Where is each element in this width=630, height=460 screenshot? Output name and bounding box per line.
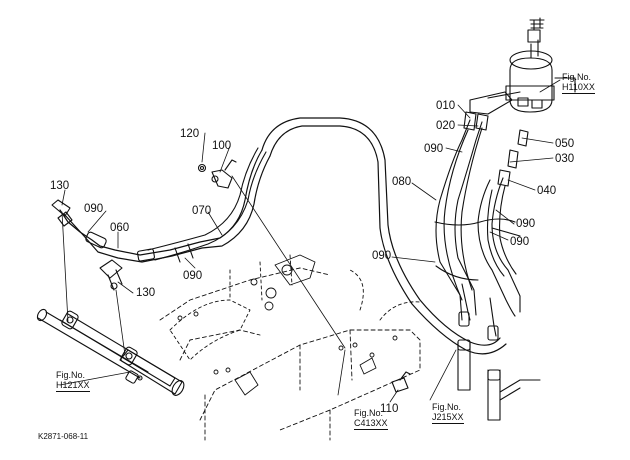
fig-ref-h110-code: H110XX (562, 82, 595, 94)
fig-ref-c413: Fig.No. C413XX (354, 408, 388, 430)
callout-070: 070 (192, 205, 212, 217)
steering-cylinder (36, 308, 185, 396)
leader-lines (59, 79, 561, 403)
fig-ref-h121-label: Fig.No. (56, 370, 86, 380)
fig-ref-h110: Fig.No. H110XX (562, 72, 595, 94)
fig-ref-h121-code: H121XX (56, 380, 90, 392)
fig-ref-h121: Fig.No. H121XX (56, 370, 90, 392)
fig-ref-j215-code: J215XX (432, 412, 464, 424)
callout-090-right-3: 090 (510, 236, 530, 248)
drawing-code: K2871-068-11 (38, 432, 89, 441)
callout-050: 050 (555, 138, 575, 150)
callout-110: 110 (380, 403, 399, 415)
callout-090-left: 090 (84, 203, 104, 215)
fig-ref-j215: Fig.No. J215XX (432, 402, 464, 424)
fig-ref-c413-code: C413XX (354, 418, 388, 430)
callout-030: 030 (555, 153, 575, 165)
bolt-110 (391, 371, 411, 393)
steering-valve (469, 17, 576, 115)
fig-ref-c413-label: Fig.No. (354, 408, 384, 418)
callout-090-right-2: 090 (516, 218, 536, 230)
callout-010: 010 (436, 100, 456, 112)
callout-130-bottom: 130 (136, 287, 156, 299)
callout-020: 020 (436, 120, 456, 132)
callout-040: 040 (537, 185, 557, 197)
callout-090-right-4: 090 (372, 250, 392, 262)
fig-ref-j215-label: Fig.No. (432, 402, 462, 412)
callout-090-right-1: 090 (424, 143, 444, 155)
callout-080: 080 (392, 176, 412, 188)
callout-060: 060 (110, 222, 130, 234)
callout-130-top: 130 (50, 180, 70, 192)
hose-bundle-right (434, 111, 541, 421)
fig-ref-h110-label: Fig.No. (562, 72, 592, 82)
callout-120: 120 (180, 128, 200, 140)
elbow-fitting-100 (197, 159, 237, 189)
callout-100: 100 (212, 140, 232, 152)
callout-090-mid: 090 (183, 270, 203, 282)
frame-outline (159, 254, 421, 441)
hose-left (51, 147, 271, 291)
